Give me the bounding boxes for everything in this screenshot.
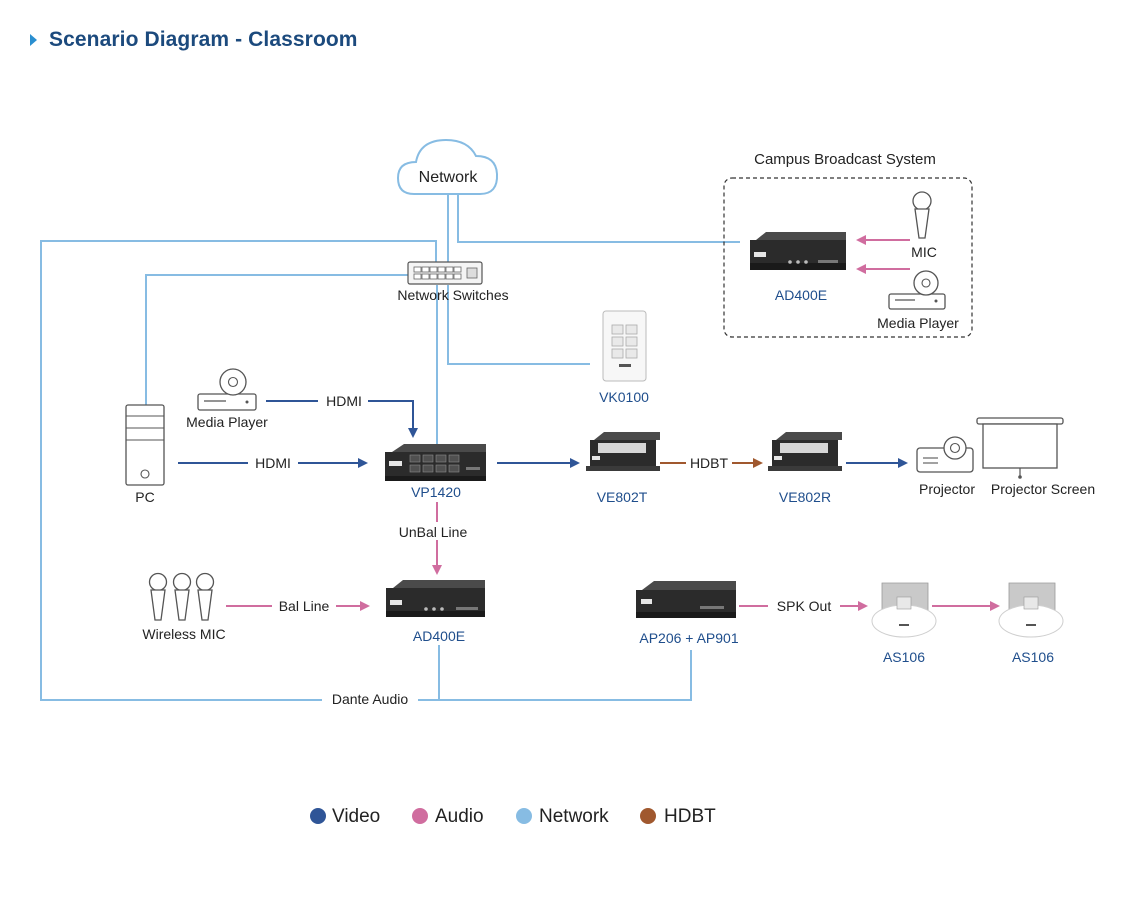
vp1420-node: VP1420 [385,444,486,500]
media-player-icon [197,368,257,411]
legend-item-video: Video [310,806,380,827]
video-link-media-vp1420 [266,400,418,438]
ad400e-label: AD400E [413,628,465,644]
campus-ad400e-label: AD400E [775,287,827,303]
projector-node: Projector [916,436,975,497]
legend-dot-audio [412,808,428,824]
label-dante-audio: Dante Audio [332,691,408,707]
pc-node: PC [125,404,165,505]
projector-label: Projector [919,481,975,497]
switch-icon [407,261,483,285]
video-links [178,400,908,468]
ve802t-device-icon [586,432,660,471]
page-title: Scenario Diagram - Classroom [49,28,358,51]
ve802r-node: VE802R [768,432,842,505]
ap206-device-icon [636,581,736,618]
ap206-ap901-label: AP206 + AP901 [639,630,738,646]
legend-dot-video [310,808,326,824]
legend-label-network: Network [539,806,609,827]
campus-broadcast-system: Campus Broadcast System AD400E MIC Media… [723,151,973,338]
label-hdmi-pc: HDMI [255,455,291,471]
legend-dot-network [516,808,532,824]
ad400e-device-icon [386,580,485,617]
network-cloud: Network [396,138,499,195]
keypad-icon [602,310,647,382]
campus-mic-label: MIC [911,244,937,260]
legend-item-hdbt: HDBT [640,806,716,827]
ad400e-node: AD400E [386,580,485,644]
cloud-icon [396,138,499,195]
header-arrow-icon [30,34,37,46]
network-links [40,193,740,701]
ap206-ap901-node: AP206 + AP901 [636,581,739,646]
label-bal-line: Bal Line [279,598,330,614]
network-switches: Network Switches [397,261,509,303]
vk0100-node: VK0100 [599,310,649,405]
ceiling-speaker-icon [998,582,1064,638]
wireless-mic-icon [148,572,215,621]
pc-label: PC [135,489,154,505]
label-hdbt: HDBT [690,455,729,471]
legend: Video Audio Network HDBT [310,806,716,827]
label-spk-out: SPK Out [777,598,832,614]
network-link-pc-switch [145,274,410,405]
as106-b-label: AS106 [1012,649,1054,665]
as106-a-label: AS106 [883,649,925,665]
network-cloud-label: Network [419,169,479,186]
legend-item-network: Network [516,806,609,827]
label-unbal-line: UnBal Line [399,524,468,540]
ceiling-speaker-icon [871,582,937,638]
ve802t-label: VE802T [597,489,648,505]
page-header: Scenario Diagram - Classroom [30,28,358,52]
legend-item-audio: Audio [412,806,484,827]
campus-media-player-label: Media Player [877,315,959,331]
projector-screen-node: Projector Screen [976,417,1095,497]
as106-a-node: AS106 [871,582,937,665]
audio-links [226,235,1000,611]
campus-mic-icon [912,191,932,239]
ve802r-device-icon [768,432,842,471]
projector-icon [916,436,974,473]
network-link-switch-vk0100 [447,285,590,365]
label-hdmi-media: HDMI [326,393,362,409]
pc-tower-icon [125,404,165,486]
vp1420-label: VP1420 [411,484,461,500]
vk0100-label: VK0100 [599,389,649,405]
campus-box-border [723,177,973,338]
projector-screen-icon [976,417,1064,479]
network-switches-label: Network Switches [397,287,508,303]
ve802r-label: VE802R [779,489,831,505]
network-link-dante-loop [40,240,692,701]
media-player-node: Media Player [186,368,268,430]
legend-label-hdbt: HDBT [664,806,716,827]
projector-screen-label: Projector Screen [991,481,1095,497]
network-link-cloud-campus [457,193,740,243]
campus-ad400e-device-icon [750,232,846,270]
vp1420-device-icon [385,444,486,481]
wireless-mic-label: Wireless MIC [142,626,225,642]
legend-label-video: Video [332,806,380,827]
as106-b-node: AS106 [998,582,1064,665]
legend-dot-hdbt [640,808,656,824]
campus-box-title: Campus Broadcast System [754,151,936,168]
ve802t-node: VE802T [586,432,660,505]
campus-media-player-icon [888,270,946,310]
legend-label-audio: Audio [435,806,484,827]
wireless-mic-node: Wireless MIC [142,572,226,642]
media-player-label: Media Player [186,414,268,430]
